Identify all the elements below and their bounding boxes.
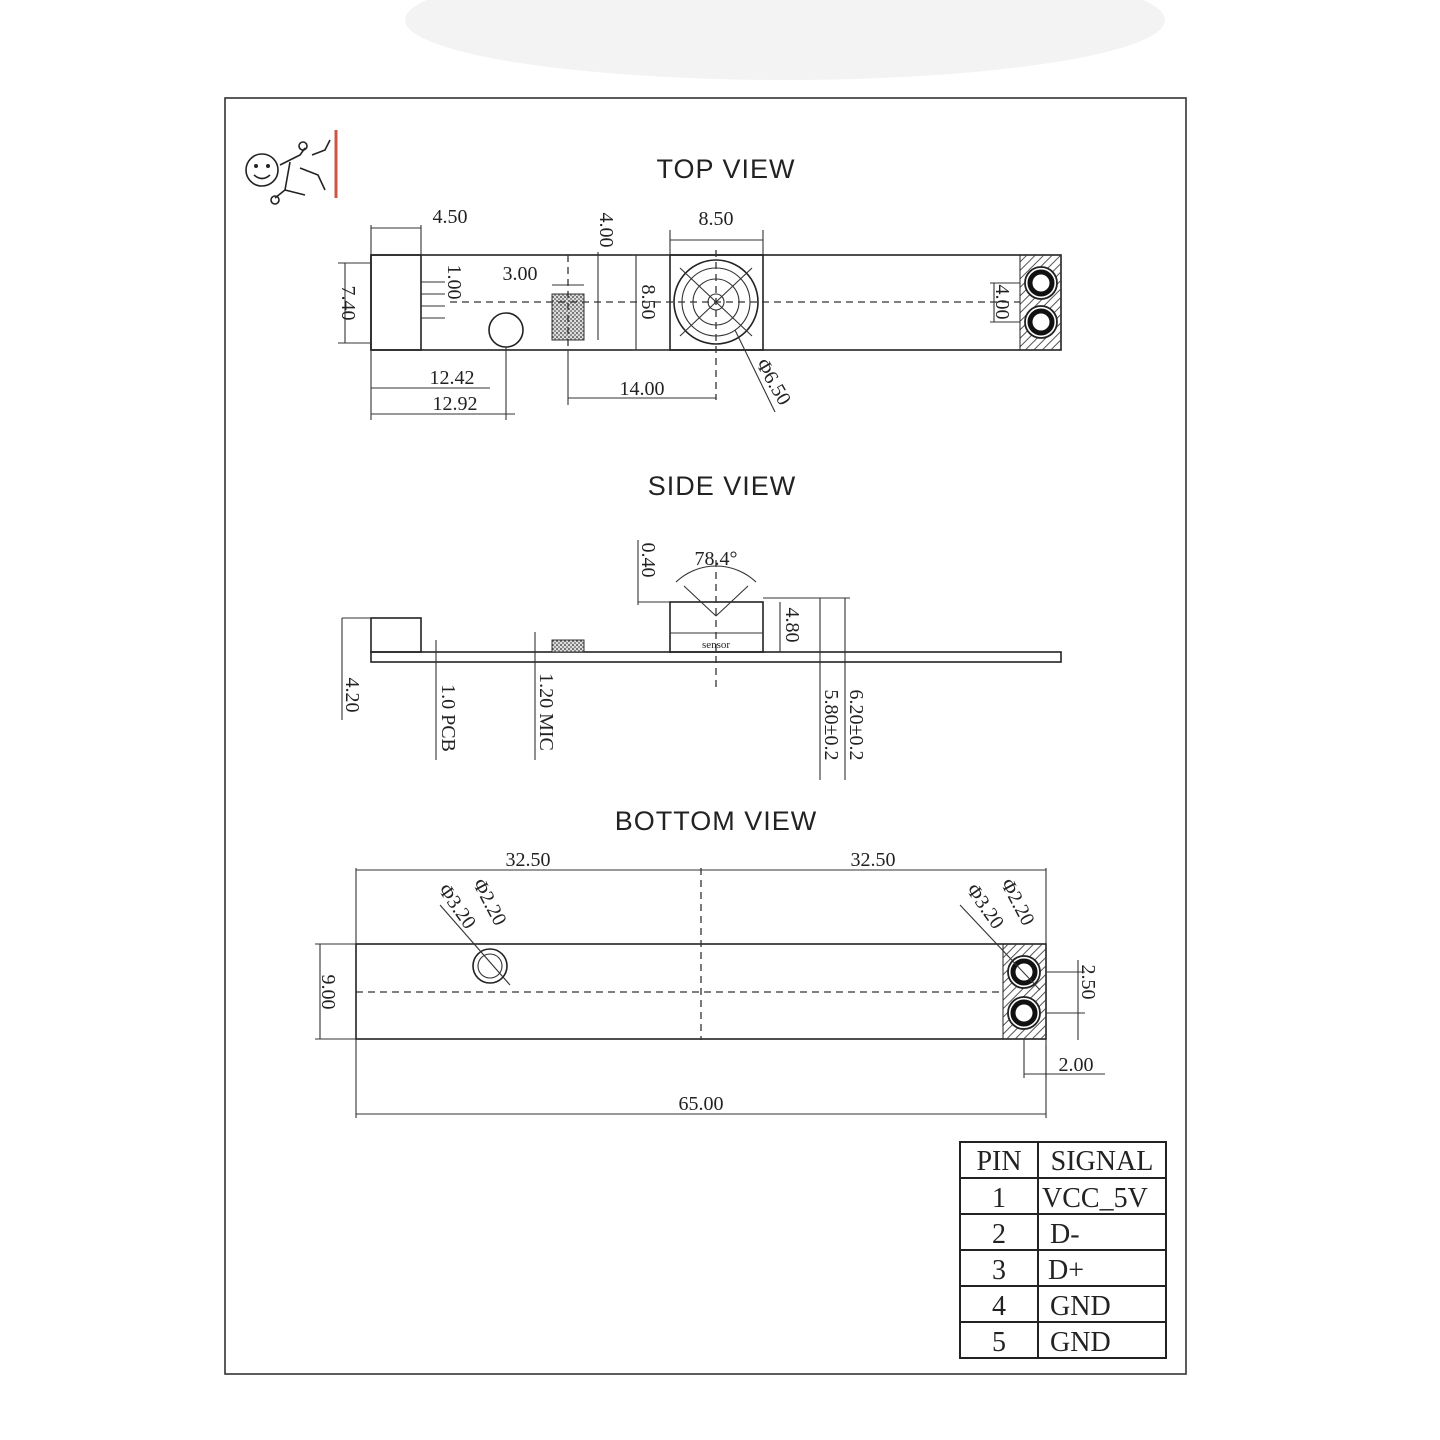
svg-text:14.00: 14.00 [620,378,665,400]
svg-text:12.42: 12.42 [430,367,475,389]
pin-cell: 2 [992,1219,1006,1250]
svg-text:32.50: 32.50 [506,849,551,871]
bottom-view-title: BOTTOM VIEW [615,806,818,836]
pin-cell: 3 [992,1255,1006,1286]
svg-text:7.40: 7.40 [337,286,359,321]
pin-table: PIN SIGNAL 1 VCC_5V 2 D- 3 D+ 4 GND 5 GN… [959,1141,1167,1359]
top-view-drawing [370,250,1062,400]
top-view-title: TOP VIEW [656,154,795,184]
svg-text:1.0 PCB: 1.0 PCB [437,684,459,752]
svg-text:4.80: 4.80 [781,608,803,643]
side-view-dimensions: 78.4° 0.40 4.80 6.20±0.2 5.80±0.2 4.20 1… [341,540,867,780]
signal-cell: D- [1050,1219,1080,1250]
pin-cell: 4 [992,1291,1006,1322]
logo-icon [245,130,338,205]
svg-text:3.00: 3.00 [503,263,538,285]
svg-text:9.00: 9.00 [317,975,339,1010]
bottom-view-drawing [355,868,1047,1040]
pin-cell: 5 [992,1327,1006,1358]
svg-text:6.20±0.2: 6.20±0.2 [845,690,867,761]
pin-header: PIN [976,1146,1021,1177]
svg-text:78.4°: 78.4° [695,548,738,570]
background-blob [405,0,1165,80]
signal-cell: D+ [1048,1255,1084,1286]
side-view-drawing: sensor [370,560,1062,690]
svg-text:2.50: 2.50 [1077,965,1099,1000]
svg-text:8.50: 8.50 [637,285,659,320]
svg-text:4.00: 4.00 [991,285,1013,320]
pin-cell: 1 [992,1183,1006,1214]
svg-text:4.50: 4.50 [433,206,468,228]
svg-text:65.00: 65.00 [679,1093,724,1115]
signal-header: SIGNAL [1051,1146,1154,1177]
svg-text:32.50: 32.50 [851,849,896,871]
signal-cell: VCC_5V [1042,1183,1148,1214]
svg-text:0.40: 0.40 [637,543,659,578]
svg-text:8.50: 8.50 [699,208,734,230]
svg-text:2.00: 2.00 [1059,1054,1094,1076]
svg-text:1.00: 1.00 [443,265,465,300]
top-view-dimensions: 4.50 4.00 8.50 3.00 1.00 7.40 8.50 4.00 … [337,206,1020,420]
svg-text:4.20: 4.20 [341,678,363,713]
svg-text:4.00: 4.00 [595,213,617,248]
side-view-title: SIDE VIEW [648,471,797,501]
svg-text:5.80±0.2: 5.80±0.2 [820,690,842,761]
signal-cell: GND [1050,1291,1111,1322]
svg-text:12.92: 12.92 [433,393,478,415]
svg-text:1.20 MIC: 1.20 MIC [535,673,557,751]
signal-cell: GND [1050,1327,1111,1358]
